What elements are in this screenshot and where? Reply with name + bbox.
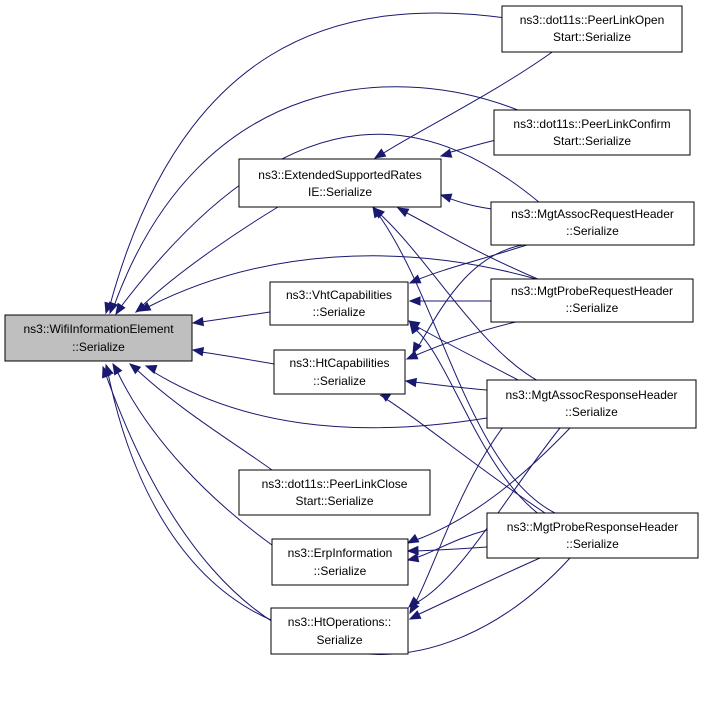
node-label-line1: ns3::HtOperations:: [288, 615, 391, 629]
edge-proberesp-to-erp [415, 546, 488, 552]
node-peer-link-close[interactable]: ns3::dot11s::PeerLinkClose Start::Serial… [238, 469, 431, 516]
edge-plclose-to-wifi [135, 368, 273, 471]
edges [102, 12, 571, 655]
edge-htop-to-wifi [107, 372, 272, 621]
edge-assocresp-to-wifi-arrowhead [144, 365, 158, 374]
edge-htop-extra-arrowhead [409, 601, 420, 615]
edge-plconfirm-to-extsup-arrowhead [439, 148, 453, 158]
edge-probereq-to-wifi [147, 255, 541, 308]
edge-erp-to-wifi [116, 370, 273, 546]
edge-assocreq-to-vht-arrowhead [408, 274, 422, 284]
edge-proberesp-to-vht-arrowhead [409, 321, 420, 335]
node-mgt-probe-response-header[interactable]: ns3::MgtProbeResponseHeader ::Serialize [486, 512, 699, 559]
node-mgt-probe-request-header[interactable]: ns3::MgtProbeRequestHeader ::Serialize [490, 278, 694, 323]
edge-plopen-to-extsup [381, 49, 556, 155]
edge-assocresp-to-erp-arrowhead [406, 533, 420, 544]
edge-probereq-to-extsup [404, 211, 541, 281]
node-label-line2: Start::Serialize [295, 494, 373, 508]
node-label-line2: ::Serialize [566, 224, 619, 238]
edge-proberesp-to-extsup [377, 213, 556, 514]
node-label-line1: ns3::ErpInformation [288, 546, 393, 560]
node-label-line2: ::Serialize [72, 340, 125, 354]
edge-assocresp-to-ht-arrowhead [404, 377, 418, 388]
edge-assocreq-to-wifi-arrowhead [115, 302, 126, 316]
node-label-line1: ns3::MgtProbeResponseHeader [507, 520, 678, 534]
edge-assocreq-to-extsup [447, 197, 493, 210]
node-label-line2: Serialize [316, 633, 362, 647]
node-label-line1: ns3::dot11s::PeerLinkConfirm [513, 117, 670, 131]
node-vht-capabilities[interactable]: ns3::VhtCapabilities ::Serialize [269, 281, 409, 326]
node-label-line1: ns3::MgtProbeRequestHeader [511, 284, 673, 298]
node-mgt-assoc-request-header[interactable]: ns3::MgtAssocRequestHeader ::Serialize [490, 201, 695, 246]
edge-erp-extra-arrowhead [406, 553, 420, 563]
edge-htop-to-wifi-arrowhead [104, 363, 114, 377]
node-ht-capabilities[interactable]: ns3::HtCapabilities ::Serialize [273, 349, 406, 395]
node-extended-supported-rates[interactable]: ns3::ExtendedSupportedRates IE::Serializ… [238, 158, 442, 208]
edge-proberesp-to-htop [416, 557, 541, 616]
edge-vht-to-wifi-arrowhead [191, 316, 205, 327]
node-erp-information[interactable]: ns3::ErpInformation ::Serialize [271, 538, 409, 586]
edge-plopen-to-wifi [109, 12, 521, 306]
node-label-line1: ns3::VhtCapabilities [286, 288, 392, 302]
node-label-line2: ::Serialize [566, 537, 619, 551]
edge-plconfirm-to-extsup [446, 139, 497, 154]
edge-ht-to-wifi-arrowhead [191, 347, 205, 357]
edge-probereq-to-extsup-arrowhead [396, 207, 410, 218]
edge-proberesp-to-extsup-arrowhead [372, 205, 383, 219]
edge-vht-to-wifi [200, 311, 271, 323]
node-label-line2: Start::Serialize [553, 30, 631, 44]
edge-assocresp-to-erp [415, 427, 571, 541]
node-ht-operations[interactable]: ns3::HtOperations:: Serialize [270, 607, 409, 655]
node-wifi-information-element[interactable]: ns3::WifiInformationElement ::Serialize [4, 314, 193, 362]
edge-probereq-to-vht-arrowhead [408, 296, 421, 306]
node-label-line1: ns3::dot11s::PeerLinkClose [262, 477, 408, 491]
node-peer-link-confirm[interactable]: ns3::dot11s::PeerLinkConfirm Start::Seri… [493, 109, 691, 156]
edge-assocreq-to-extsup-arrowhead [439, 193, 453, 203]
edge-assocresp-to-extsup [379, 213, 541, 383]
node-label-line2: Start::Serialize [553, 134, 631, 148]
edge-ht-to-wifi [200, 351, 275, 365]
node-label-line2: ::Serialize [313, 305, 366, 319]
edge-extsup-to-wifi [141, 206, 279, 307]
node-label-line1: ns3::MgtAssocRequestHeader [511, 207, 674, 221]
node-label-line2: ::Serialize [565, 405, 618, 419]
node-label-line1: ns3::HtCapabilities [289, 356, 389, 370]
node-label-line2: ::Serialize [314, 564, 367, 578]
edge-assocreq-to-ht-arrowhead [412, 341, 423, 355]
node-label-line1: ns3::WifiInformationElement [23, 322, 174, 336]
edge-plconfirm-to-wifi [113, 86, 526, 307]
edge-assocreq-to-vht [416, 243, 531, 281]
edge-proberesp-to-htop-arrowhead [408, 610, 422, 620]
edge-erp-to-wifi-arrowhead [112, 362, 123, 376]
node-label-line2: ::Serialize [566, 301, 619, 315]
edge-assocresp-to-wifi [151, 370, 488, 429]
edge-assocresp-to-ht [413, 381, 488, 391]
edge-extsup-to-wifi-arrowhead [134, 301, 148, 313]
node-label-line2: ::Serialize [313, 374, 366, 388]
node-label-line1: ns3::dot11s::PeerLinkOpen [520, 13, 665, 27]
edge-plconfirm-to-wifi-arrowhead [109, 301, 118, 315]
edge-plopen-to-extsup-arrowhead [373, 148, 387, 159]
edge-probereq-to-ht-arrowhead [405, 350, 419, 360]
edge-assocreq-to-ht [417, 243, 531, 348]
node-peer-link-open[interactable]: ns3::dot11s::PeerLinkOpen Start::Seriali… [501, 5, 683, 53]
node-label-line1: ns3::MgtAssocResponseHeader [505, 388, 677, 402]
node-label-line1: ns3::ExtendedSupportedRates [258, 168, 421, 182]
node-label-line2: IE::Serialize [308, 185, 372, 199]
node-mgt-assoc-response-header[interactable]: ns3::MgtAssocResponseHeader ::Serialize [486, 379, 697, 429]
edge-assocresp-to-vht [415, 325, 521, 382]
edge-probereq-to-ht [413, 320, 521, 357]
edge-plclose-to-wifi-arrowhead [128, 363, 142, 375]
edge-ht-extra [379, 394, 546, 514]
edge-assocreq-to-wifi [119, 133, 541, 309]
edge-proberesp-to-erp-arrowhead [406, 545, 419, 556]
